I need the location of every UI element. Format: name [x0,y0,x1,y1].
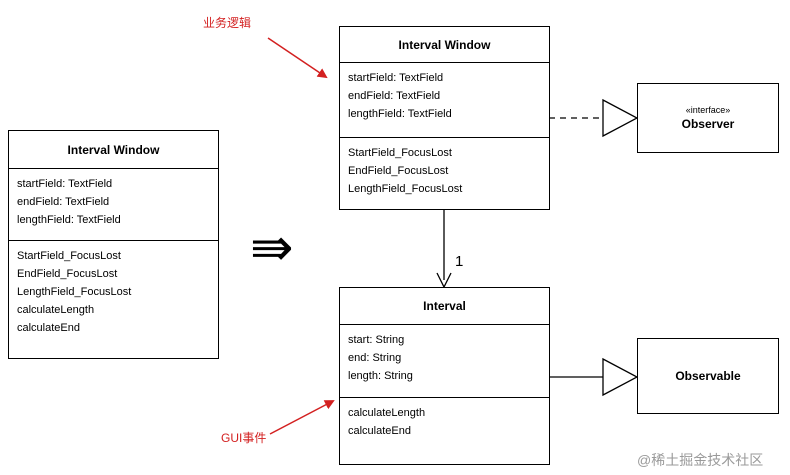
interface-observer: «interface» Observer [637,83,779,153]
watermark: @稀土掘金技术社区 [637,452,764,468]
operations-section: calculateLength calculateEnd [340,398,549,444]
realization-arrowhead [602,98,639,138]
class-name: Interval [340,288,549,325]
class-interval-window-original: Interval Window startField: TextField en… [8,130,219,359]
operation: StartField_FocusLost [348,147,452,159]
class-interval: Interval start: String end: String lengt… [339,287,550,465]
operations-section: StartField_FocusLost EndField_FocusLost … [9,241,218,341]
attribute: lengthField: TextField [17,214,121,226]
multiplicity-label: 1 [455,253,464,270]
annotation-gui-events: GUI事件 [221,431,267,445]
attributes-section: startField: TextField endField: TextFiel… [9,169,218,241]
class-name: Observable [675,369,741,383]
operation: LengthField_FocusLost [348,183,463,195]
attribute: lengthField: TextField [348,108,452,120]
operation: calculateEnd [348,425,411,437]
operation: LengthField_FocusLost [17,286,132,298]
annotation-business-logic: 业务逻辑 [203,16,252,30]
annotation-arrow-top [267,37,328,79]
transform-arrow: ⇛ [250,219,294,277]
interface-name: Observer [681,117,735,131]
class-name: Interval Window [340,27,549,63]
attribute: start: String [348,334,405,346]
stereotype-label: «interface» [685,105,731,115]
attribute: startField: TextField [348,72,444,84]
class-name: Interval Window [9,131,218,169]
attribute: endField: TextField [348,90,441,102]
class-interval-window-refactored: Interval Window startField: TextField en… [339,26,550,210]
attribute: endField: TextField [17,196,110,208]
attributes-section: start: String end: String length: String [340,325,549,398]
attribute: startField: TextField [17,178,113,190]
operation: StartField_FocusLost [17,250,121,262]
operation: EndField_FocusLost [348,165,449,177]
class-observable: Observable [637,338,779,414]
operation: EndField_FocusLost [17,268,118,280]
attribute: end: String [348,352,402,364]
operation: calculateLength [17,304,95,316]
operation: calculateLength [348,407,426,419]
operation: calculateEnd [17,322,80,334]
operations-section: StartField_FocusLost EndField_FocusLost … [340,138,549,202]
attribute: length: String [348,370,413,382]
generalization-arrowhead [602,357,639,397]
annotation-arrow-bottom [269,400,335,435]
attributes-section: startField: TextField endField: TextFiel… [340,63,549,138]
